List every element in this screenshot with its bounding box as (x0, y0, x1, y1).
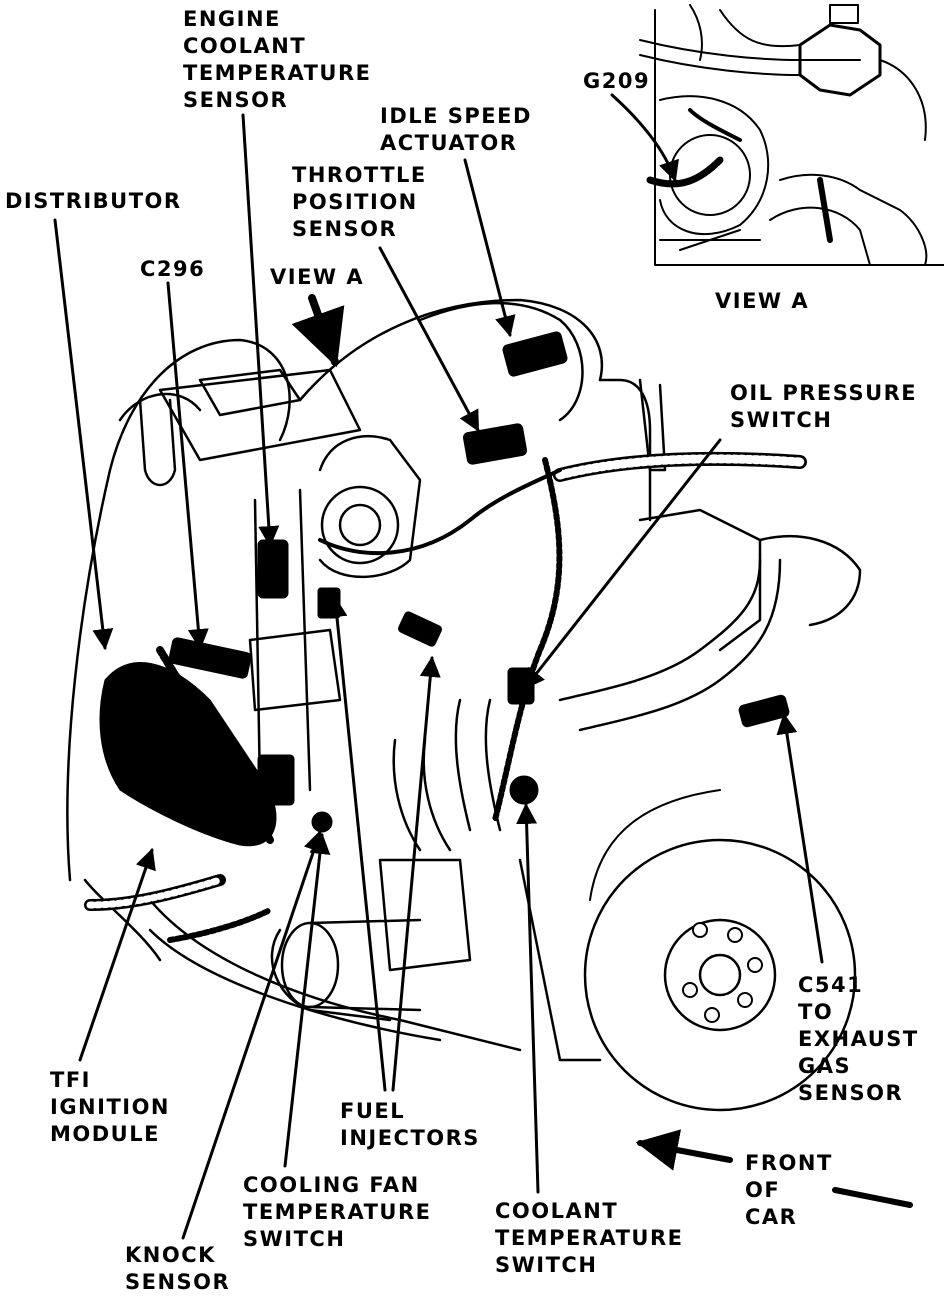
leader-oil-pressure-switch (523, 438, 722, 690)
leader-cooling-fan-temperature-switch (283, 832, 331, 1168)
label-throttle-position-sensor: THROTTLE POSITION SENSOR (292, 163, 427, 241)
label-idle-speed-actuator: IDLE SPEED ACTUATOR (380, 104, 532, 155)
label-oil-pressure-switch: OIL PRESSURE SWITCH (730, 381, 918, 432)
front-dash (832, 1187, 913, 1208)
leader-g209 (610, 93, 679, 182)
leader-lines (53, 93, 913, 1240)
label-fuel-injectors: FUEL INJECTORS (340, 1099, 480, 1150)
leader-c296 (166, 281, 209, 651)
flywheel-bolts (682, 922, 763, 1023)
leader-c541 (776, 712, 824, 964)
view-a-inset (639, 4, 944, 266)
leader-coolant-temperature-switch (516, 802, 540, 1194)
leader-fuel-injector-1 (326, 595, 387, 1092)
label-view-a-pointer: VIEW A (270, 265, 365, 289)
label-tfi-ignition-module: TFI IGNITION MODULE (50, 1068, 171, 1146)
leader-throttle-position-sensor (378, 246, 480, 432)
leader-knock-sensor (181, 830, 324, 1240)
leader-tfi-ignition-module (78, 848, 156, 1062)
leader-fuel-injector-2 (391, 655, 441, 1092)
component-blobs (99, 331, 790, 847)
leader-view-a (291, 294, 345, 368)
label-g209: G209 (583, 69, 651, 93)
engine-body (66, 298, 862, 1112)
label-view-a-caption: VIEW A (715, 289, 810, 313)
leader-idle-speed-actuator (463, 158, 516, 338)
label-c541-to-exhaust-gas-sensor: C541 TO EXHAUST GAS SENSOR (798, 973, 919, 1105)
label-distributor: DISTRIBUTOR (5, 189, 182, 213)
leader-engine-coolant-temperature-sensor (241, 113, 280, 548)
label-front-of-car: FRONT OF CAR (745, 1151, 833, 1229)
label-coolant-temperature-switch: COOLANT TEMPERATURE SWITCH (495, 1199, 684, 1277)
label-cooling-fan-temperature-switch: COOLING FAN TEMPERATURE SWITCH (243, 1173, 432, 1251)
label-engine-coolant-temperature-sensor: ENGINE COOLANT TEMPERATURE SENSOR (183, 7, 372, 112)
label-knock-sensor: KNOCK SENSOR (125, 1243, 231, 1294)
leader-distributor (53, 218, 114, 651)
label-c296: C296 (140, 257, 206, 281)
front-arrow (635, 1129, 733, 1171)
